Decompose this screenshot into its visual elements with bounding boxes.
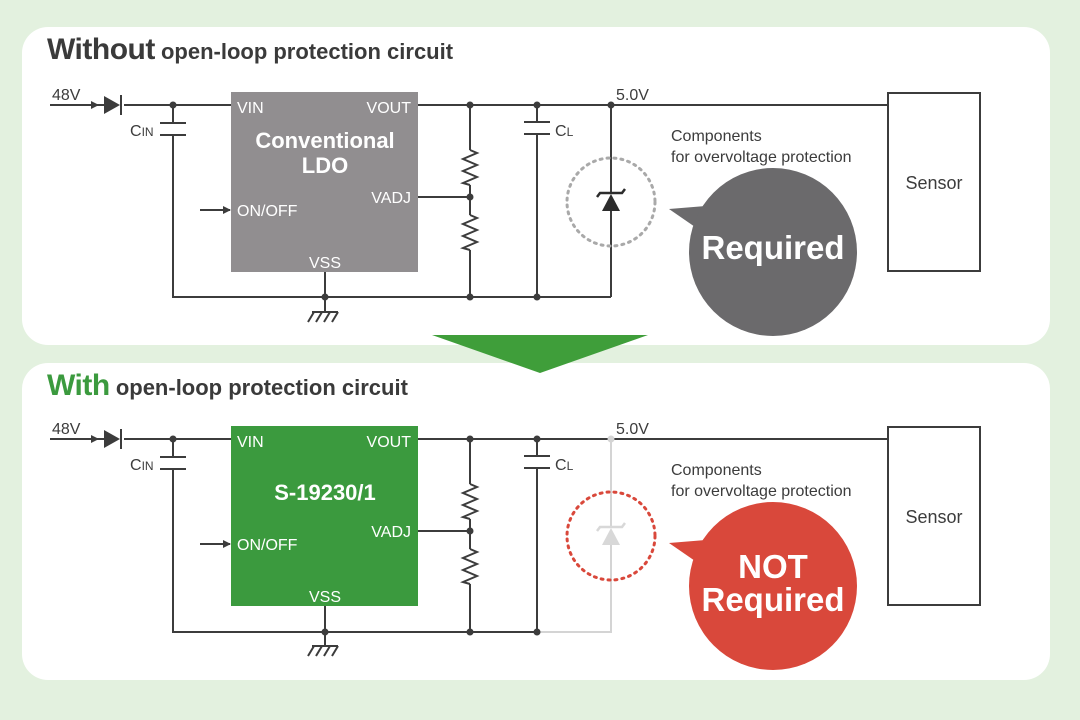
top-title-strong: Without — [47, 33, 155, 66]
bottom-output-voltage: 5.0V — [616, 421, 649, 438]
top-junction-dot — [466, 101, 474, 109]
top-diode-icon — [104, 96, 120, 114]
top-input-voltage: 48V — [52, 87, 81, 104]
top-zener-diode-icon — [602, 194, 620, 211]
not-required-line2: Required — [701, 581, 844, 618]
top-junction-dot — [466, 193, 474, 201]
top-cl-label: CL — [555, 123, 574, 140]
top-junction-dot — [321, 293, 329, 301]
top-output-voltage: 5.0V — [616, 87, 649, 104]
top-components-line2: for overvoltage protection — [671, 149, 852, 166]
transition-arrow — [432, 335, 648, 373]
required-text: Required — [701, 229, 844, 266]
bottom-lower-resistor-icon — [460, 548, 480, 585]
top-pin-vadj: VADJ — [371, 190, 411, 207]
top-zener-bar — [596, 188, 626, 198]
bottom-panel-title: With open-loop protection circuit — [47, 369, 408, 403]
bottom-components-line1: Components — [671, 462, 762, 479]
top-junction-dot — [169, 101, 177, 109]
top-junction-dot — [533, 101, 541, 109]
bottom-junction-dot — [466, 628, 474, 636]
top-junction-dot — [533, 293, 541, 301]
top-pin-vss: VSS — [309, 255, 341, 272]
top-panel-title: Without open-loop protection circuit — [47, 33, 453, 67]
bottom-cin-label: CIN — [130, 457, 154, 474]
top-circuit: VIN VOUT VADJ ON/OFF VSS Conventional LD… — [50, 87, 981, 336]
top-chip-line2: LDO — [302, 153, 348, 178]
bottom-upper-resistor-icon — [460, 483, 480, 520]
bottom-circuit: VIN VOUT VADJ ON/OFF VSS S-19230/1 48V 5… — [50, 421, 981, 670]
bottom-faded-zener-bar — [596, 522, 626, 532]
bottom-components-line2: for overvoltage protection — [671, 483, 852, 500]
bottom-faded-zener-wires — [537, 439, 612, 633]
top-chip-line1: Conventional — [255, 128, 394, 153]
bottom-junction-dot — [321, 628, 329, 636]
bottom-ground-icon — [307, 645, 339, 657]
top-components-line1: Components — [671, 128, 762, 145]
bottom-cin-capacitor-icon — [160, 456, 186, 470]
bottom-pin-vadj: VADJ — [371, 524, 411, 541]
bottom-protection-dotted-circle — [565, 490, 657, 582]
not-required-bubble — [669, 502, 857, 670]
bottom-title-rest: open-loop protection circuit — [109, 375, 408, 400]
bottom-junction-dot — [533, 435, 541, 443]
not-required-line1: NOT — [738, 548, 808, 585]
bottom-faded-zener-icon — [602, 528, 620, 545]
conventional-ldo-chip — [231, 92, 418, 272]
bottom-faded-junction-dot — [607, 435, 615, 443]
bottom-diode-icon — [104, 430, 120, 448]
top-protection-dotted-circle — [565, 156, 657, 248]
bottom-input-voltage: 48V — [52, 421, 81, 438]
bottom-junction-dot — [533, 628, 541, 636]
top-pin-vout: VOUT — [367, 100, 412, 117]
bottom-cl-label: CL — [555, 457, 574, 474]
top-junction-dot — [607, 101, 615, 109]
bottom-pin-onoff: ON/OFF — [237, 537, 298, 554]
bottom-pin-vss: VSS — [309, 589, 341, 606]
bottom-cl-capacitor-icon — [524, 455, 550, 469]
bottom-junction-dot — [169, 435, 177, 443]
bottom-pin-vin: VIN — [237, 434, 264, 451]
required-bubble — [669, 168, 857, 336]
top-sensor-label: Sensor — [905, 173, 962, 193]
top-cin-label: CIN — [130, 123, 154, 140]
s19230-chip — [231, 426, 418, 606]
bottom-chip-name: S-19230/1 — [274, 480, 376, 505]
bottom-pin-vout: VOUT — [367, 434, 412, 451]
bottom-junction-dot — [466, 527, 474, 535]
top-ground-icon — [307, 311, 339, 323]
top-cl-capacitor-icon — [524, 121, 550, 135]
top-cin-capacitor-icon — [160, 122, 186, 136]
bottom-sensor-box — [887, 426, 981, 606]
bottom-junction-dot — [466, 435, 474, 443]
top-title-rest: open-loop protection circuit — [154, 39, 454, 64]
top-upper-resistor-icon — [460, 149, 480, 186]
top-junction-dot — [466, 293, 474, 301]
top-pin-onoff: ON/OFF — [237, 203, 298, 220]
top-pin-vin: VIN — [237, 100, 264, 117]
top-lower-resistor-icon — [460, 214, 480, 251]
bottom-sensor-label: Sensor — [905, 507, 962, 527]
bottom-title-strong: With — [47, 369, 110, 402]
top-sensor-box — [887, 92, 981, 272]
